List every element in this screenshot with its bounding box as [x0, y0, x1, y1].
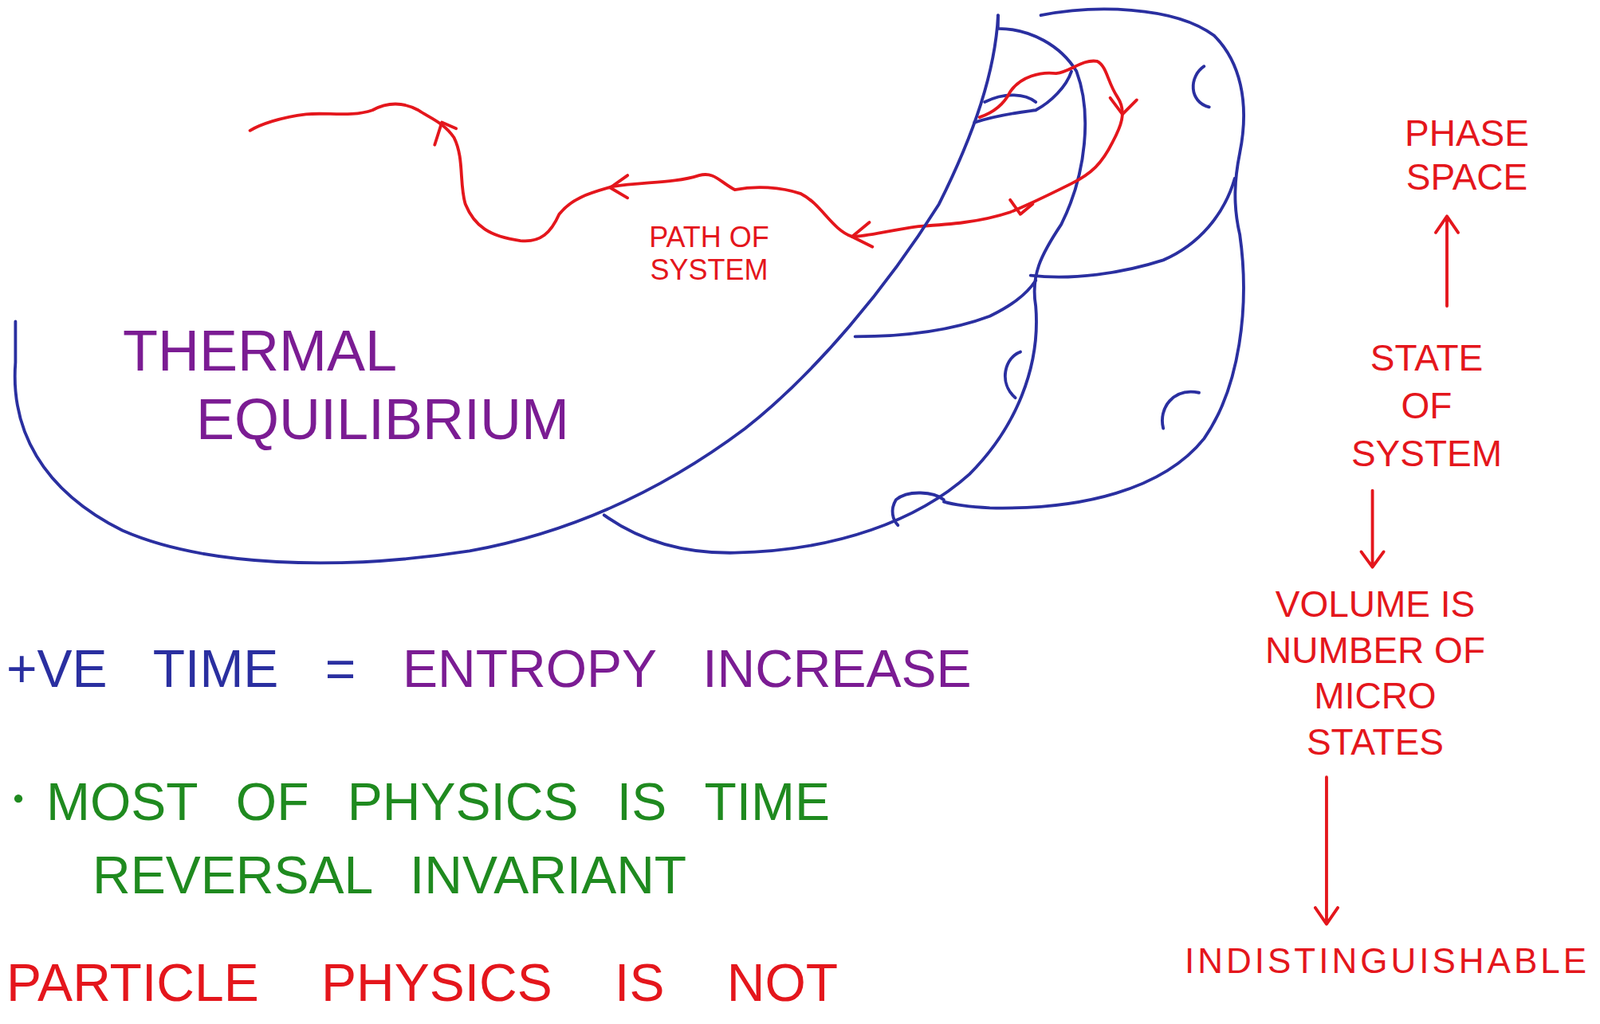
arrowhead: [434, 122, 457, 146]
bullet-dot: [14, 794, 23, 803]
bullet-text: PARTICLE PHYSICS IS NOT: [6, 956, 838, 1010]
equilibrium-region: THERMAL EQUILIBRIUM: [10, 10, 1006, 572]
arrowhead: [1110, 98, 1137, 115]
up-arrow: [1435, 216, 1459, 307]
arrowhead: [852, 222, 873, 248]
equation-text: +VE TIME =: [6, 637, 356, 701]
lobe-bump: [1005, 352, 1021, 399]
small-lobe: [984, 94, 1036, 103]
flow-arrows: [1315, 216, 1459, 924]
lobe-outline: [604, 15, 1086, 554]
system-path: [250, 61, 1137, 248]
lobe-bump: [892, 492, 944, 526]
note-text: STATE OF SYSTEM: [1340, 334, 1513, 478]
arrowhead: [609, 175, 628, 198]
lobe-divider: [855, 280, 1037, 337]
note-text: VOLUME IS NUMBER OF MICRO STATES: [1251, 581, 1499, 766]
down-arrow: [1360, 491, 1384, 568]
lobe-outline: [943, 9, 1244, 509]
equation-text: ENTROPY INCREASE: [402, 637, 972, 701]
phase-space-lobes: [604, 9, 1244, 554]
bullet-text: MOST OF PHYSICS IS TIME REVERSAL INVARIA…: [46, 765, 1010, 913]
region-outline: [10, 10, 1006, 572]
path-label: PATH OF SYSTEM: [627, 220, 791, 287]
wiggly-path: [250, 61, 1123, 242]
lobe-divider: [1030, 178, 1235, 278]
arrowhead: [1010, 200, 1033, 215]
note-text: INDISTINGUISHABLE: [1184, 940, 1590, 983]
down-arrow: [1315, 777, 1338, 924]
region-label: THERMAL EQUILIBRIUM: [122, 316, 691, 455]
region-border: [15, 15, 999, 563]
lobe-bump: [1193, 66, 1210, 107]
note-text: PHASE SPACE: [1387, 111, 1547, 200]
lobe-bump: [1162, 392, 1200, 429]
